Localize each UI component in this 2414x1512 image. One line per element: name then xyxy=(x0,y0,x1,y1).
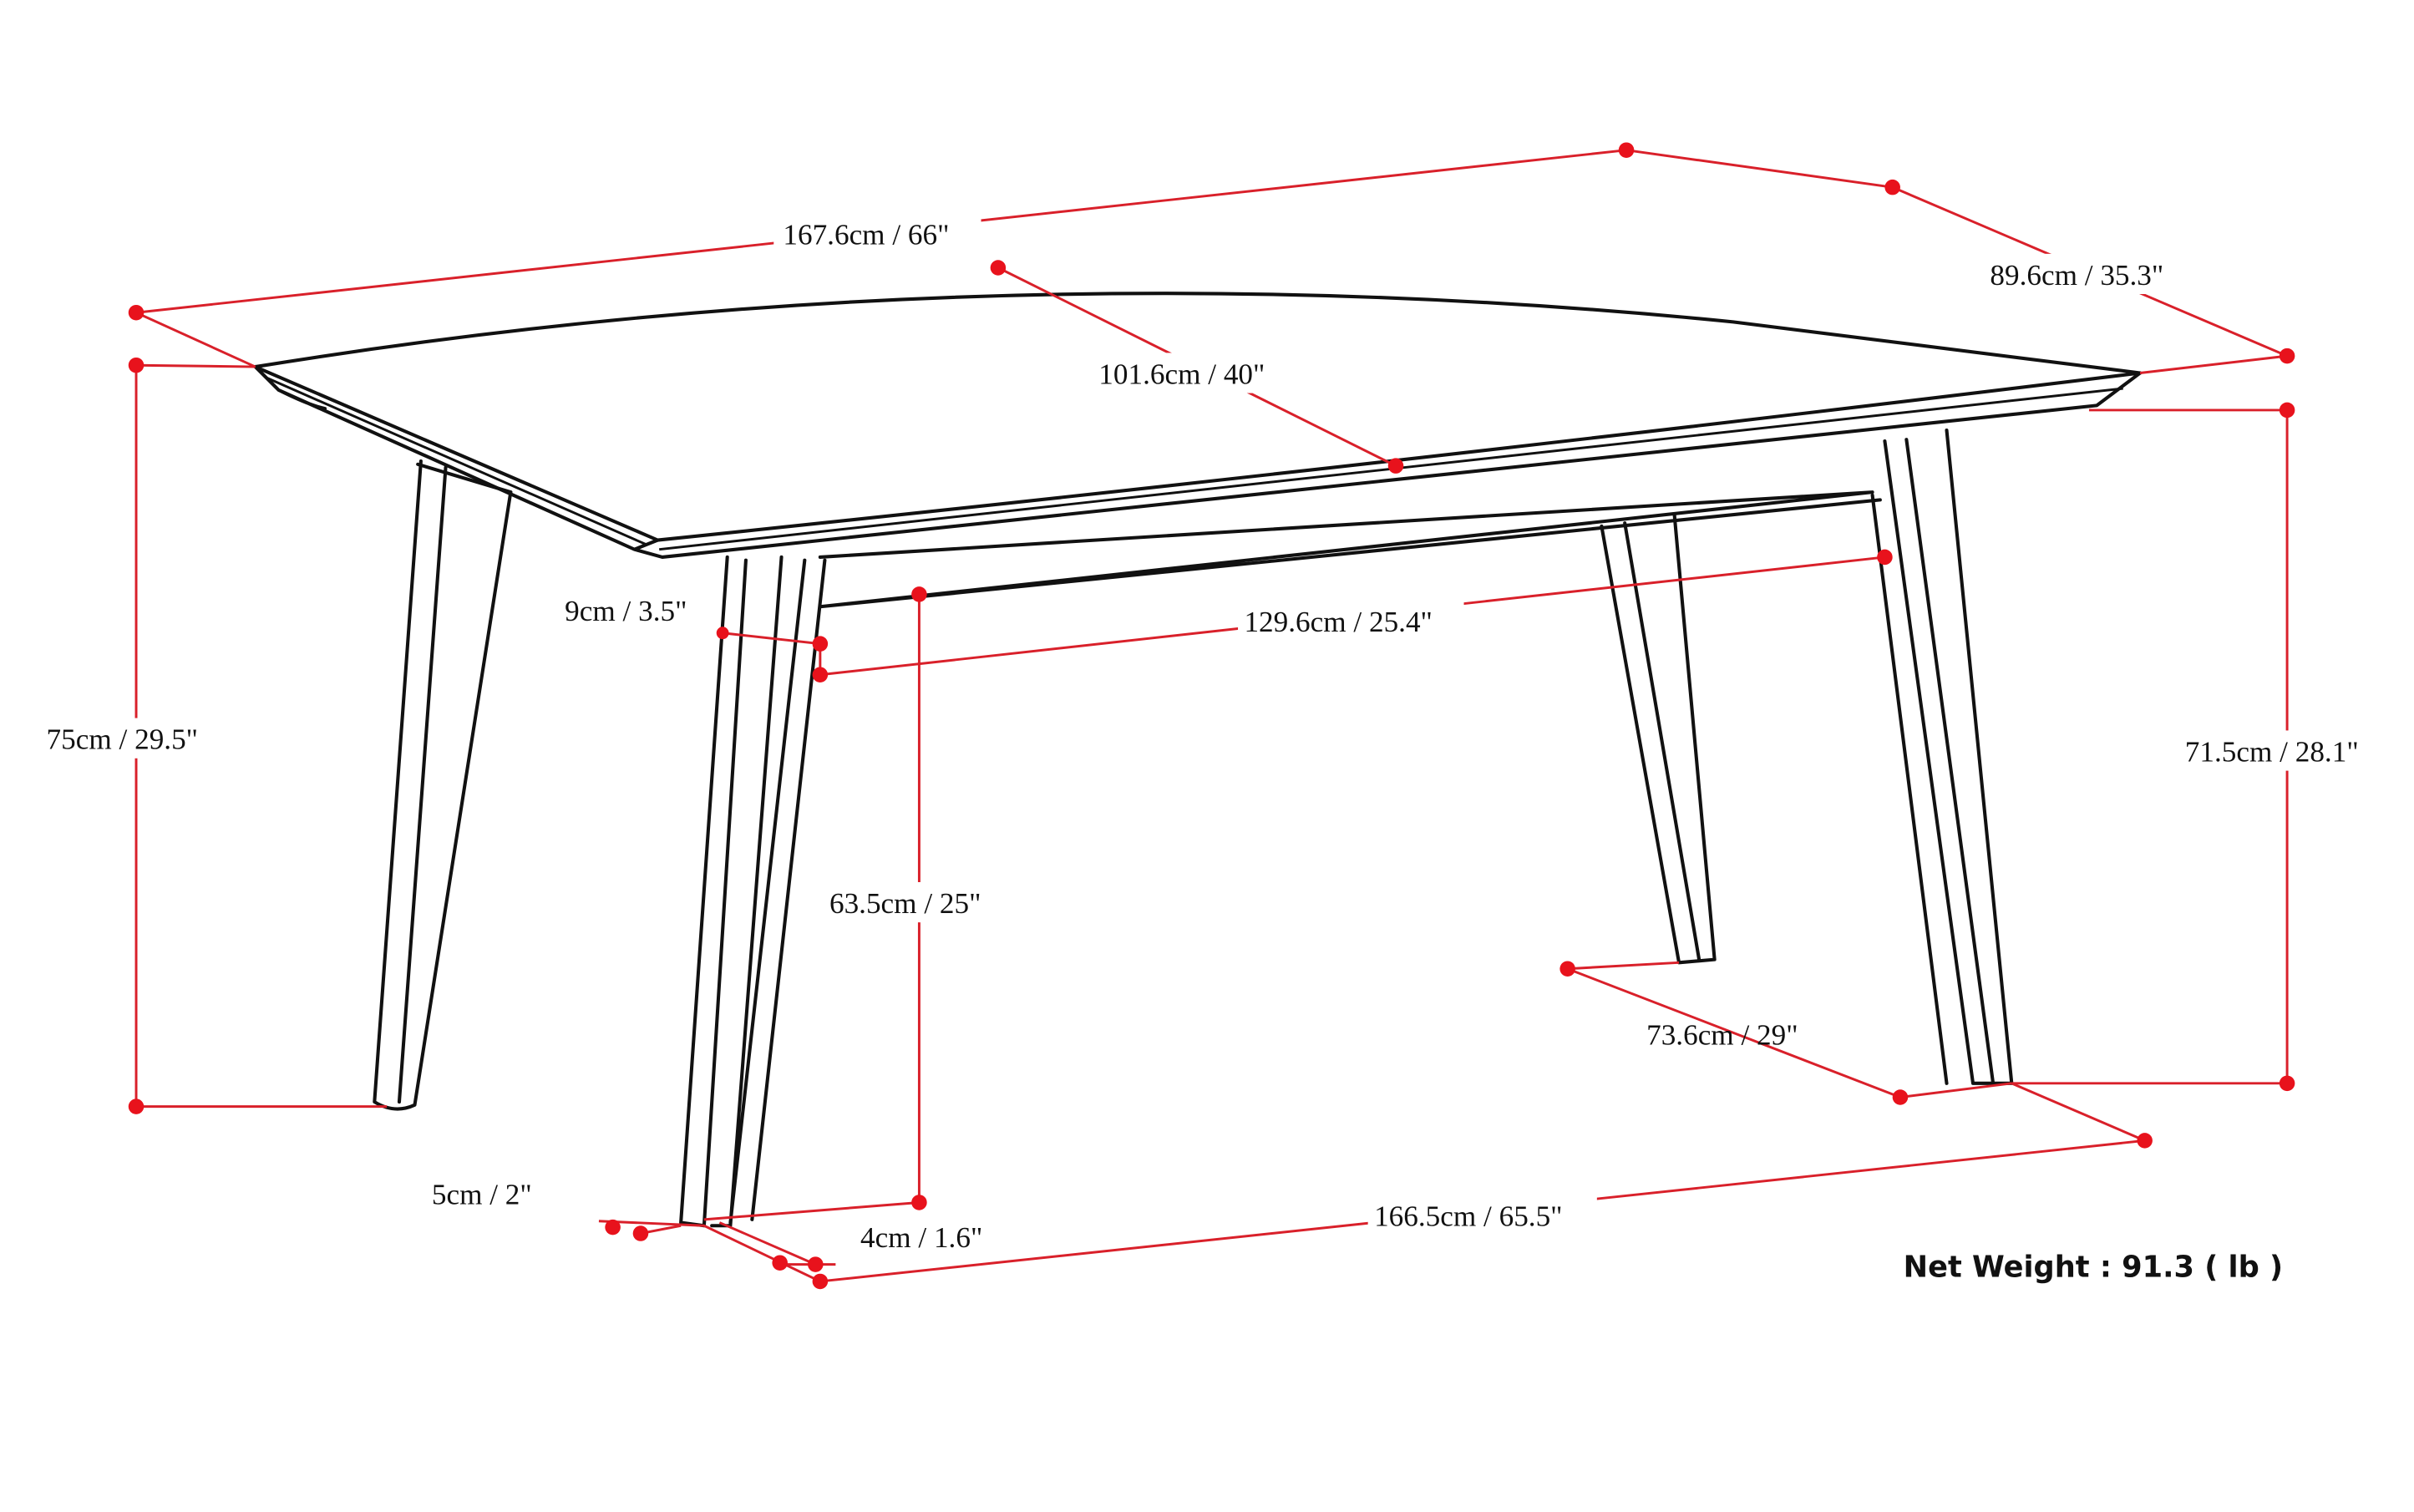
label-apron-floor-height: 71.5cm / 28.1" xyxy=(2185,735,2359,768)
leg-back-right xyxy=(1600,512,1717,965)
table-top-edge xyxy=(253,365,2143,559)
dimension-points xyxy=(128,142,2295,1290)
dimension-lines xyxy=(134,149,2289,1283)
table-drawing xyxy=(253,292,2143,1228)
label-foot-depth: 4cm / 1.6" xyxy=(860,1221,982,1254)
apron-left xyxy=(416,462,513,495)
label-top-length: 167.6cm / 66" xyxy=(783,219,949,251)
label-clearance-height: 63.5cm / 25" xyxy=(829,887,981,920)
label-leg-spread-depth: 73.6cm / 29" xyxy=(1646,1019,1798,1052)
label-foot-width: 5cm / 2" xyxy=(432,1178,532,1210)
leg-front-right xyxy=(1870,428,2014,1085)
dimension-labels: 167.6cm / 66" 89.6cm / 35.3" 101.6cm / 4… xyxy=(40,213,2405,1284)
label-between-legs: 129.6cm / 25.4" xyxy=(1244,606,1432,638)
apron-front xyxy=(818,490,1882,609)
label-apron-height: 9cm / 3.5" xyxy=(565,595,687,627)
label-center-depth: 101.6cm / 40" xyxy=(1098,358,1265,390)
leg-back-left xyxy=(373,459,513,1111)
label-top-depth: 89.6cm / 35.3" xyxy=(1990,259,2163,292)
label-leg-spread-length: 166.5cm / 65.5" xyxy=(1374,1200,1562,1232)
leg-front-left xyxy=(679,555,827,1228)
net-weight: Net Weight : 91.3 ( lb ) xyxy=(1904,1250,2283,1284)
label-total-height: 75cm / 29.5" xyxy=(47,723,198,756)
